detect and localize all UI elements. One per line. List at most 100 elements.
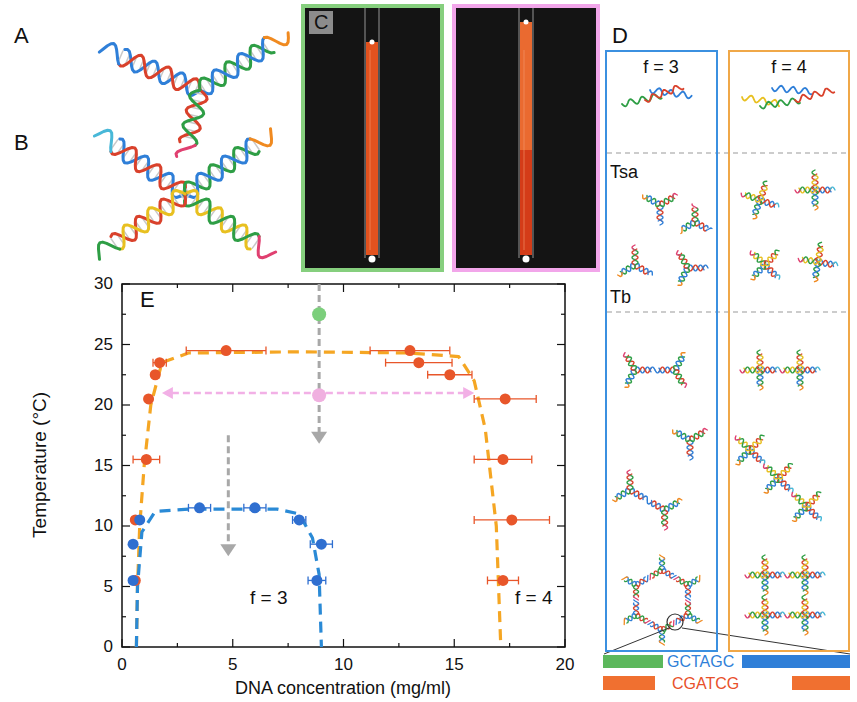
assembly-panel: f = 4 bbox=[728, 50, 850, 652]
sticky-end bbox=[685, 596, 690, 600]
dna-strand bbox=[795, 506, 806, 519]
dna-strand bbox=[635, 367, 651, 373]
error-bar bbox=[186, 347, 187, 355]
data-point bbox=[311, 575, 322, 586]
sticky-end bbox=[665, 525, 668, 530]
dna-strand bbox=[675, 355, 684, 370]
tick-label: 5 bbox=[104, 577, 113, 597]
error-bar bbox=[369, 347, 370, 355]
dna-strand bbox=[685, 603, 690, 615]
dna-strand bbox=[625, 579, 637, 586]
tick bbox=[177, 643, 178, 647]
error-bar bbox=[451, 359, 452, 367]
tick bbox=[122, 314, 126, 315]
dna-strand bbox=[762, 599, 768, 615]
sticky-end bbox=[650, 367, 655, 370]
dilute-phase bbox=[520, 22, 532, 150]
tick bbox=[398, 643, 399, 647]
error-bar bbox=[325, 576, 326, 584]
strand-bar bbox=[792, 676, 850, 690]
dna-strand bbox=[634, 585, 639, 597]
sticky-end bbox=[818, 242, 821, 247]
error-bar bbox=[243, 504, 244, 512]
dna-strand bbox=[794, 495, 807, 506]
dna-strand bbox=[665, 501, 678, 512]
sticky-end bbox=[802, 595, 805, 600]
dna-strand bbox=[627, 474, 633, 490]
tick bbox=[561, 435, 565, 436]
sticky-end bbox=[815, 205, 818, 210]
photo-frame bbox=[454, 6, 598, 270]
sticky-end bbox=[634, 600, 639, 604]
sticky-end bbox=[99, 44, 118, 64]
dna-strand bbox=[200, 38, 264, 94]
arrow-head bbox=[220, 544, 236, 556]
error-bar bbox=[474, 395, 475, 403]
tick-label: 0 bbox=[117, 655, 126, 675]
tick bbox=[122, 525, 130, 526]
dense-phase bbox=[520, 150, 532, 255]
tick bbox=[557, 344, 565, 345]
tick bbox=[557, 646, 565, 647]
dna-strand bbox=[807, 494, 818, 507]
error-bar bbox=[427, 371, 428, 379]
tick bbox=[121, 284, 122, 292]
state-point bbox=[312, 388, 326, 402]
data-point bbox=[497, 575, 508, 586]
sticky-end bbox=[830, 187, 835, 190]
sticky-end bbox=[258, 236, 275, 257]
panel-letter: E bbox=[140, 287, 155, 312]
dna-strand bbox=[754, 264, 765, 277]
dna-strand bbox=[687, 440, 693, 456]
dna-strand bbox=[812, 174, 818, 190]
sticky-end bbox=[627, 470, 630, 475]
sticky-end bbox=[618, 273, 622, 277]
sticky-end bbox=[762, 555, 765, 560]
dna-strand bbox=[688, 614, 700, 621]
sticky-end bbox=[673, 621, 675, 627]
axis-title: DNA concentration (mg/ml) bbox=[235, 678, 451, 699]
error-bar bbox=[265, 504, 266, 512]
data-point bbox=[143, 393, 154, 404]
dna-strand bbox=[659, 367, 675, 373]
tick bbox=[454, 639, 455, 647]
dna-strand bbox=[797, 354, 803, 370]
tick bbox=[564, 284, 565, 292]
sticky-end bbox=[706, 228, 712, 231]
dna-strand bbox=[653, 622, 662, 630]
sticky-end bbox=[745, 615, 750, 618]
error-bar bbox=[166, 359, 167, 367]
sticky-end bbox=[613, 498, 617, 502]
sticky-end bbox=[176, 145, 195, 156]
sticky-end bbox=[802, 555, 805, 560]
sticky-end bbox=[671, 576, 676, 579]
single-strand bbox=[760, 98, 800, 108]
sticky-end bbox=[681, 353, 685, 356]
sticky-end bbox=[761, 460, 765, 464]
error-bar bbox=[471, 371, 472, 379]
sticky-end bbox=[780, 370, 785, 373]
dna-strand bbox=[634, 603, 639, 615]
temperature-label: Tb bbox=[610, 287, 631, 308]
tick bbox=[232, 284, 233, 292]
tick bbox=[561, 556, 565, 557]
dna-strand bbox=[816, 247, 823, 263]
tick bbox=[557, 586, 565, 587]
strand-bar bbox=[603, 676, 655, 690]
series-label: f = 3 bbox=[250, 587, 288, 609]
dna-strand bbox=[651, 569, 663, 576]
tick bbox=[177, 284, 178, 288]
strand-bar bbox=[742, 655, 850, 668]
strand-bar bbox=[603, 655, 663, 668]
data-point bbox=[249, 502, 260, 513]
tick bbox=[561, 495, 565, 496]
dna-strand bbox=[679, 255, 690, 268]
tick bbox=[561, 374, 565, 375]
plot-frame bbox=[122, 284, 565, 647]
capillary-wall bbox=[518, 8, 520, 258]
dna-strand bbox=[657, 205, 663, 221]
sticky-end bbox=[250, 129, 271, 146]
dna-strand bbox=[685, 585, 690, 597]
dna-strand bbox=[185, 194, 260, 241]
photo-ground bbox=[305, 8, 440, 268]
